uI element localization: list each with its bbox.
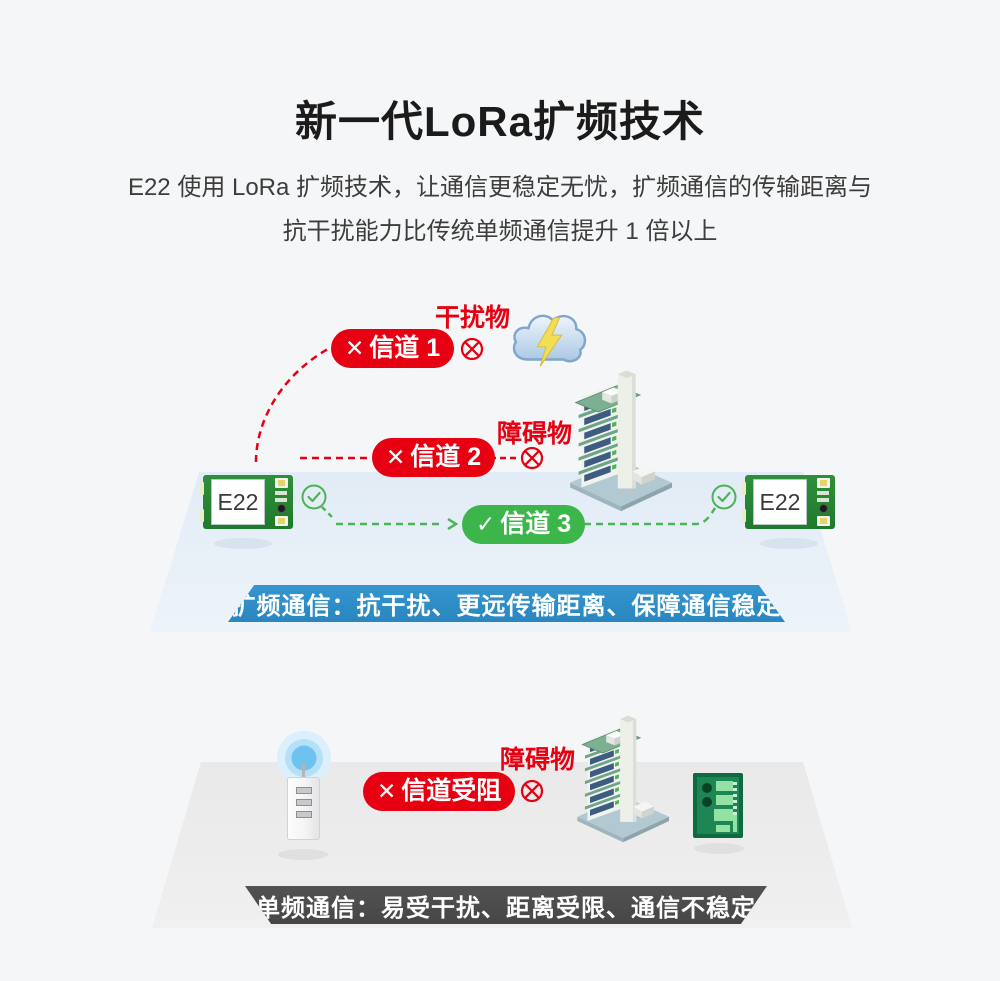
- single-caption: 单频通信：易受干扰、距离受限、通信不稳定: [256, 894, 756, 922]
- building-icon-upper: [570, 362, 674, 513]
- transmitter-shadow: [278, 849, 328, 860]
- storm-cloud-icon: [512, 314, 587, 367]
- device-slot: [296, 787, 312, 794]
- obstacle-label-lower: 障碍物: [500, 746, 576, 774]
- pcb-shadow: [694, 843, 744, 854]
- module-shadow-left: [214, 538, 272, 549]
- e22-module-left: E22: [200, 475, 293, 529]
- channel-1-pill: ✕ 信道 1: [331, 329, 455, 368]
- module-name: E22: [753, 479, 807, 525]
- ok-check-icon-left: [301, 484, 327, 510]
- blocked-channel-pill: ✕ 信道受阻: [363, 772, 516, 811]
- channel-3-pill: ✓ 信道 3: [462, 505, 586, 544]
- e22-module-right: E22: [742, 475, 835, 529]
- interference-label: 干扰物: [435, 304, 511, 332]
- module-shadow-right: [760, 538, 818, 549]
- channel-3-label: 信道 3: [500, 510, 572, 538]
- cross-icon: ✕: [377, 778, 397, 804]
- device-slot: [296, 811, 312, 818]
- obstacle-label-upper: 障碍物: [497, 420, 573, 448]
- blocked-channel-label: 信道受阻: [401, 777, 502, 805]
- subtitle-line-1: E22 使用 LoRa 扩频技术，让通信更稳定无忧，扩频通信的传输距离与: [127, 174, 873, 201]
- spread-caption-ribbon: 扩频通信：抗干扰、更远传输距离、保障通信稳定: [228, 585, 785, 622]
- channel-2-pill: ✕ 信道 2: [372, 438, 496, 477]
- connector-pad: [200, 482, 204, 495]
- cross-icon: ✕: [345, 335, 365, 361]
- page-title: 新一代LoRa扩频技术: [294, 98, 705, 145]
- channel-1-label: 信道 1: [369, 334, 441, 362]
- building-icon-lower: [577, 708, 671, 844]
- blocked-icon-single: [520, 779, 544, 803]
- signal-glow-icon: [277, 731, 331, 785]
- spread-caption: 扩频通信：抗干扰、更远传输距离、保障通信稳定: [231, 593, 782, 620]
- pcb-components: [272, 478, 290, 526]
- channel-2-label: 信道 2: [410, 443, 482, 471]
- connector-pad: [200, 509, 204, 522]
- module-name: E22: [211, 479, 265, 525]
- pcb-module-icon: [693, 773, 743, 838]
- subtitle-line-2: 抗干扰能力比传统单频通信提升 1 倍以上: [282, 218, 718, 245]
- blocked-icon-channel-1: [460, 337, 484, 361]
- check-icon: ✓: [476, 511, 496, 537]
- antenna-stub: [302, 764, 305, 778]
- connector-pad: [742, 482, 746, 495]
- single-caption-ribbon: 单频通信：易受干扰、距离受限、通信不稳定: [245, 886, 767, 924]
- transmitter-device: [287, 777, 320, 840]
- ok-check-icon-right: [711, 484, 737, 510]
- blocked-icon-channel-2: [520, 446, 544, 470]
- cross-icon: ✕: [386, 444, 406, 470]
- connector-pad: [742, 509, 746, 522]
- device-slot: [296, 799, 312, 806]
- pcb-components: [814, 478, 832, 526]
